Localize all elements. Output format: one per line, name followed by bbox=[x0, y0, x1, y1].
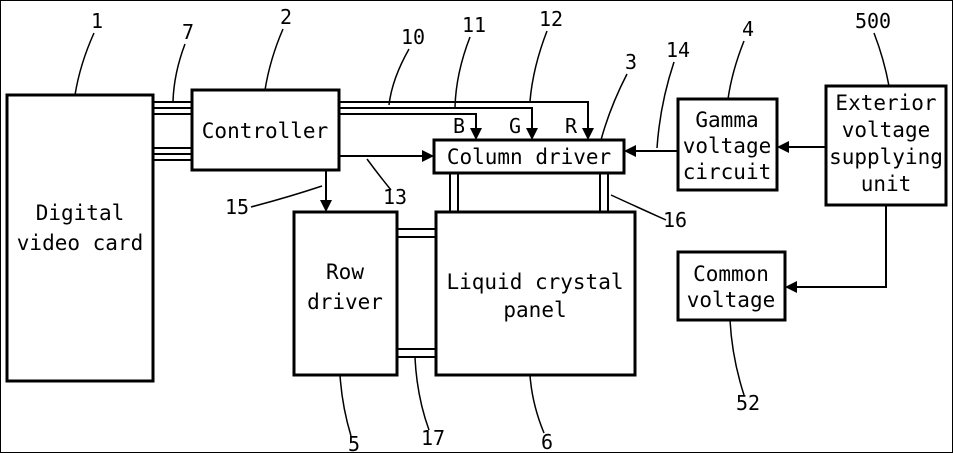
arrowhead-g-down bbox=[526, 128, 538, 140]
signal-line-g bbox=[339, 107, 533, 129]
digital-video-card-rect bbox=[5, 93, 155, 383]
arrowhead-left bbox=[777, 141, 789, 153]
rgb-signal-lines bbox=[339, 101, 594, 140]
leader-line-3 bbox=[600, 73, 628, 141]
row-driver-label-line2: driver bbox=[307, 290, 383, 314]
signal-line-b bbox=[339, 113, 477, 129]
gamma-voltage-circuit-label-line3: circuit bbox=[683, 160, 772, 184]
leader-line-1 bbox=[74, 32, 95, 96]
gamma-voltage-circuit-label-line2: voltage bbox=[683, 134, 772, 158]
leader-line-11 bbox=[454, 36, 471, 108]
arrowhead-b-down bbox=[470, 128, 482, 140]
signal-label-r: R bbox=[565, 114, 578, 138]
digital-video-card-box: Digital video card bbox=[5, 93, 155, 383]
ref-numeral-17: 17 bbox=[421, 426, 445, 450]
leader-line-14 bbox=[656, 61, 675, 149]
ref-numeral-13: 13 bbox=[383, 185, 407, 209]
ref-numeral-2: 2 bbox=[280, 5, 292, 29]
ref-numeral-7: 7 bbox=[182, 20, 194, 44]
leader-line-5 bbox=[339, 374, 352, 437]
ref-numeral-14: 14 bbox=[666, 38, 690, 62]
ref-numeral-15: 15 bbox=[225, 195, 249, 219]
exterior-voltage-label-line1: Exterior bbox=[835, 91, 936, 115]
exterior-voltage-label-line4: unit bbox=[861, 172, 912, 196]
signal-letter-labels: B G R bbox=[453, 114, 578, 138]
row-driver-label-line1: Row bbox=[326, 260, 364, 284]
leader-line-6 bbox=[529, 374, 545, 434]
ref-numeral-12: 12 bbox=[539, 7, 563, 31]
ref-numeral-3: 3 bbox=[625, 50, 637, 74]
common-voltage-box: Common voltage bbox=[676, 250, 787, 322]
ref-numeral-10: 10 bbox=[401, 25, 425, 49]
liquid-crystal-panel-rect bbox=[434, 210, 637, 377]
ref-numeral-16: 16 bbox=[663, 208, 687, 232]
signal-line-r bbox=[339, 101, 589, 129]
row-driver-to-panel-lines bbox=[397, 228, 436, 358]
leader-line-16 bbox=[610, 194, 667, 221]
digital-video-card-label-line1: Digital bbox=[36, 201, 125, 225]
arrowhead-left bbox=[785, 281, 797, 293]
arrowhead-down bbox=[320, 200, 332, 212]
row-driver-rect bbox=[292, 210, 399, 377]
leader-lines bbox=[74, 28, 890, 437]
controller-label: Controller bbox=[202, 119, 328, 143]
exterior-to-common-voltage-line bbox=[785, 205, 887, 293]
arrowhead-left bbox=[624, 145, 636, 157]
ref-numeral-1: 1 bbox=[91, 9, 103, 33]
controller-to-column-driver-line bbox=[339, 150, 434, 162]
signal-label-b: B bbox=[453, 114, 465, 138]
leader-line-7 bbox=[172, 43, 186, 102]
liquid-crystal-panel-label-line1: Liquid crystal bbox=[446, 270, 623, 294]
signal-label-g: G bbox=[509, 114, 521, 138]
bus-dvc-controller-bottom bbox=[153, 147, 192, 161]
common-voltage-label-line2: voltage bbox=[687, 288, 776, 312]
digital-video-card-label-line2: video card bbox=[17, 231, 143, 255]
ref-numeral-52: 52 bbox=[736, 391, 760, 415]
exterior-voltage-label-line2: voltage bbox=[842, 118, 931, 142]
gamma-voltage-circuit-rect bbox=[676, 97, 779, 192]
liquid-crystal-panel-label-line2: panel bbox=[503, 298, 566, 322]
liquid-crystal-panel-box: Liquid crystal panel bbox=[434, 210, 637, 377]
gamma-voltage-circuit-label-line1: Gamma bbox=[695, 108, 758, 132]
exterior-voltage-supplying-unit-box: Exterior voltage supplying unit bbox=[824, 84, 948, 207]
leader-line-13 bbox=[366, 158, 392, 191]
leader-line-12 bbox=[529, 30, 548, 102]
gamma-to-column-driver-line bbox=[624, 145, 678, 157]
ref-numeral-500: 500 bbox=[855, 9, 891, 33]
connection-line bbox=[797, 205, 887, 288]
leader-line-10 bbox=[388, 48, 410, 106]
exterior-voltage-supplying-unit-rect bbox=[824, 84, 948, 207]
arrowhead-right bbox=[422, 150, 434, 162]
column-driver-rect bbox=[432, 138, 626, 175]
exterior-to-gamma-line bbox=[777, 141, 826, 153]
ref-numeral-5: 5 bbox=[348, 432, 360, 453]
arrowhead-r-down bbox=[582, 128, 594, 140]
ref-numeral-11: 11 bbox=[462, 13, 486, 37]
controller-to-row-driver-line bbox=[320, 170, 332, 212]
column-driver-label: Column driver bbox=[447, 145, 611, 169]
column-driver-to-panel-lines bbox=[449, 173, 609, 212]
leader-line-52 bbox=[729, 319, 745, 396]
controller-rect bbox=[190, 88, 341, 172]
leader-line-4 bbox=[727, 40, 745, 100]
exterior-voltage-label-line3: supplying bbox=[829, 145, 943, 169]
ref-numeral-4: 4 bbox=[742, 17, 754, 41]
leader-line-15 bbox=[250, 185, 323, 208]
leader-line-500 bbox=[873, 32, 890, 87]
bus-dvc-controller-top bbox=[153, 101, 192, 115]
gamma-voltage-circuit-box: Gamma voltage circuit bbox=[676, 97, 779, 192]
row-driver-box: Row driver bbox=[292, 210, 399, 377]
ref-numeral-6: 6 bbox=[541, 430, 553, 453]
common-voltage-label-line1: Common bbox=[693, 262, 769, 286]
leader-line-17 bbox=[414, 357, 430, 431]
reference-numerals: 1 7 2 10 11 12 3 14 4 500 15 13 16 5 17 … bbox=[91, 5, 891, 453]
column-driver-box: Column driver bbox=[432, 138, 626, 175]
common-voltage-rect bbox=[676, 250, 787, 322]
controller-box: Controller bbox=[190, 88, 341, 172]
leader-line-2 bbox=[264, 28, 284, 91]
